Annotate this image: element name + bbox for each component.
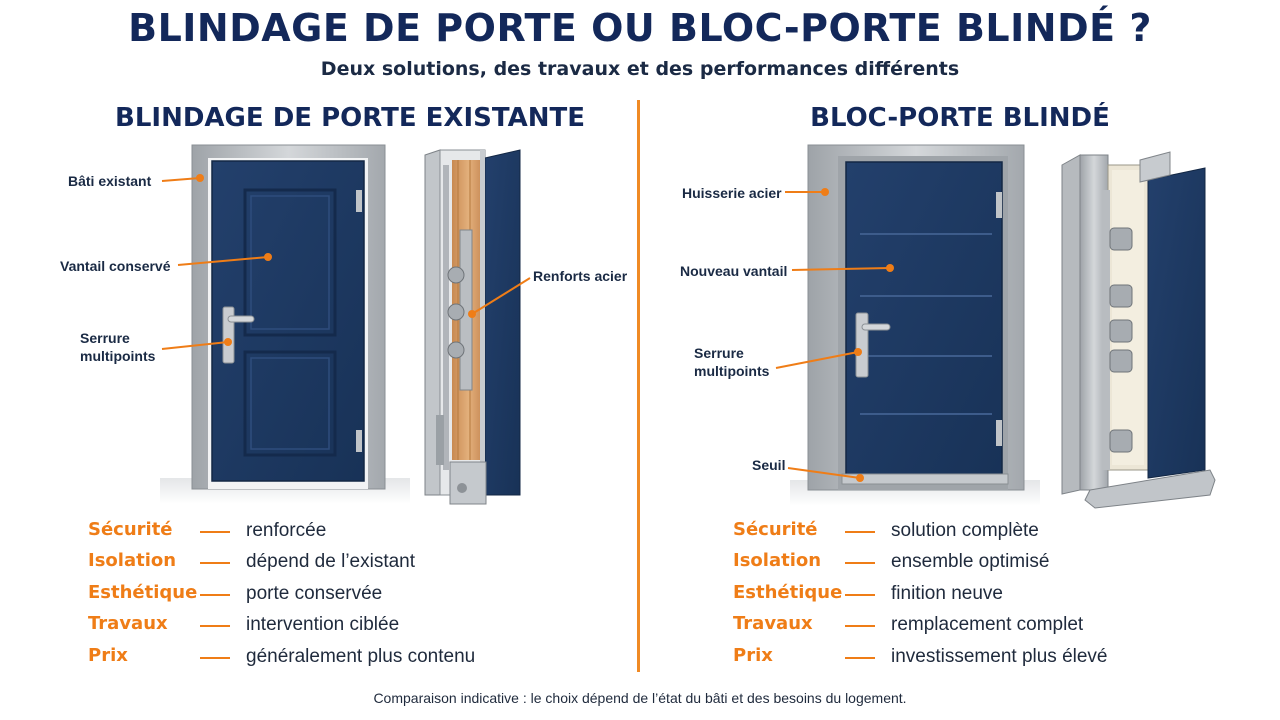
criteria-key: Sécurité <box>88 519 173 540</box>
criteria-value: intervention ciblée <box>246 614 400 635</box>
label-bati-existant: Bâti existant <box>68 173 152 189</box>
criteria-key: Isolation <box>88 550 177 571</box>
criteria-value: généralement plus contenu <box>246 646 476 667</box>
criteria-key: Isolation <box>733 550 822 571</box>
footnote: Comparaison indicative : le choix dépend… <box>373 690 907 706</box>
left-callout-lines <box>161 174 531 350</box>
criteria-dash <box>845 594 875 596</box>
label-left-lock: Serrure multipoints <box>80 329 155 365</box>
criteria-value: ensemble optimisé <box>891 551 1050 572</box>
right-callout-lines <box>775 188 894 482</box>
left-cutaway <box>424 149 521 505</box>
center-divider <box>637 100 640 672</box>
criteria-dash <box>845 531 875 533</box>
criteria-key: Prix <box>88 645 128 666</box>
label-right-lock: Serrure multipoints <box>694 344 769 380</box>
subtitle: Deux solutions, des travaux et des perfo… <box>320 58 960 80</box>
left-door <box>160 144 410 504</box>
criteria-value: finition neuve <box>891 583 1003 604</box>
criteria-value: porte conservée <box>246 583 383 604</box>
criteria-dash <box>845 562 875 564</box>
criteria-key: Prix <box>733 645 773 666</box>
label-right-lock-line1: Serrure <box>694 345 744 361</box>
left-section-title: BLINDAGE DE PORTE EXISTANTE <box>115 103 585 133</box>
criteria-key: Travaux <box>88 613 168 634</box>
label-left-lock-line2: multipoints <box>80 348 156 364</box>
label-right-lock-line2: multipoints <box>694 363 770 379</box>
criteria-value: investissement plus élevé <box>891 646 1108 667</box>
label-seuil: Seuil <box>752 457 786 473</box>
criteria-key: Esthétique <box>88 582 198 603</box>
criteria-value: remplacement complet <box>891 614 1084 635</box>
label-left-lock-line1: Serrure <box>80 330 130 346</box>
criteria-dash <box>200 657 230 659</box>
right-cutaway <box>1061 151 1216 509</box>
criteria-value: dépend de l’existant <box>246 551 416 572</box>
criteria-dash <box>200 625 230 627</box>
criteria-dash <box>845 625 875 627</box>
main-title: BLINDAGE DE PORTE OU BLOC-PORTE BLINDÉ ? <box>128 6 1152 50</box>
criteria-value: solution complète <box>891 520 1039 541</box>
right-section-title: BLOC-PORTE BLINDÉ <box>810 103 1110 133</box>
criteria-key: Esthétique <box>733 582 843 603</box>
criteria-key: Sécurité <box>733 519 818 540</box>
right-door <box>790 144 1040 506</box>
criteria-dash <box>200 594 230 596</box>
label-nouveau-vantail: Nouveau vantail <box>680 263 788 279</box>
criteria-dash <box>845 657 875 659</box>
label-huisserie-acier: Huisserie acier <box>682 185 782 201</box>
label-renforts-acier: Renforts acier <box>533 268 628 284</box>
criteria-dash <box>200 531 230 533</box>
criteria-value: renforcée <box>246 520 327 541</box>
criteria-dash <box>200 562 230 564</box>
criteria-key: Travaux <box>733 613 813 634</box>
label-vantail-conserve: Vantail conservé <box>60 258 171 274</box>
